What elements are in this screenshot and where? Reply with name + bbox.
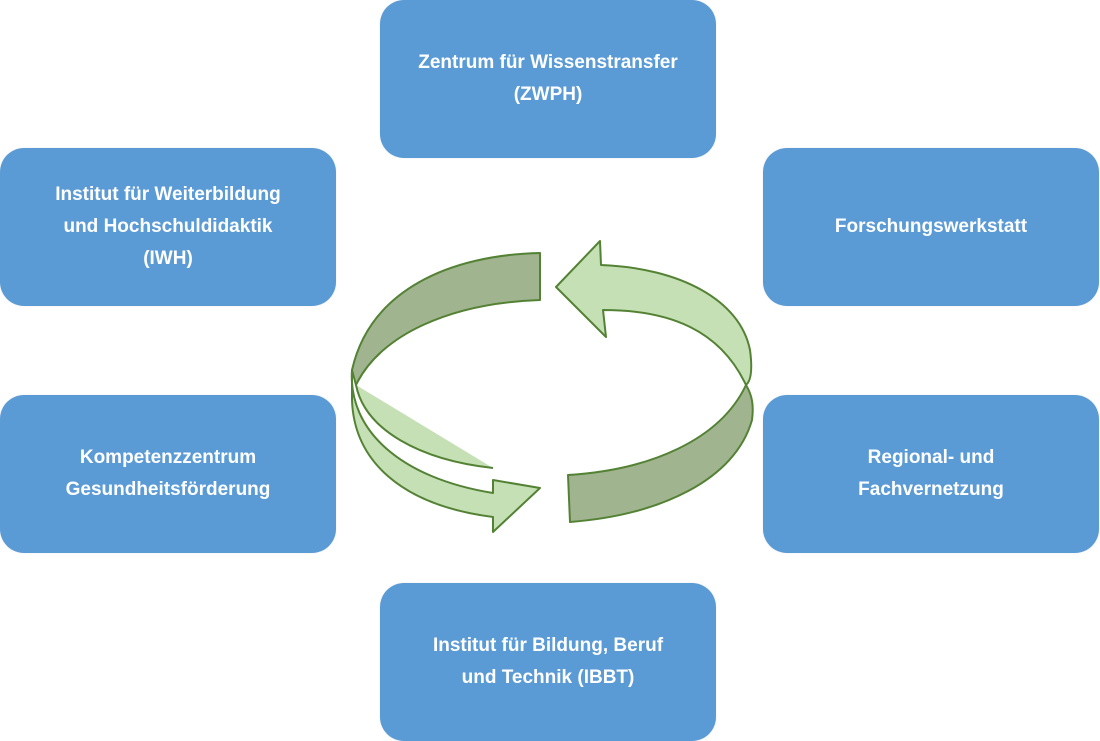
left-arrow-back-band: [351, 252, 541, 386]
box-kompetenzzentrum-line-1: Kompetenzzentrum: [79, 447, 257, 468]
box-ibbt[interactable]: Institut für Bildung, Beruf und Technik …: [380, 583, 716, 741]
right-arrow-front-band: [555, 240, 753, 386]
box-regional-line-1: Regional- und: [867, 447, 995, 468]
box-zwph-line-1: Zentrum für Wissenstransfer: [418, 52, 678, 73]
box-regional-fachvernetzung[interactable]: Regional- und Fachvernetzung: [763, 395, 1099, 553]
box-kompetenzzentrum-line-2: Gesundheitsförderung: [65, 479, 271, 500]
box-zwph-line-2: (ZWPH): [513, 84, 583, 105]
box-regional-line-2: Fachvernetzung: [858, 479, 1004, 500]
box-ibbt-line-2: und Technik (IBBT): [461, 667, 635, 688]
box-zwph[interactable]: Zentrum für Wissenstransfer (ZWPH): [380, 0, 716, 158]
box-forschungswerkstatt-line-1: Forschungswerkstatt: [834, 216, 1028, 237]
box-iwh[interactable]: Institut für Weiterbildung und Hochschul…: [0, 148, 336, 306]
right-arrow-back-band: [567, 384, 754, 523]
right-arrow-up-to-left: [555, 240, 754, 523]
box-iwh-line-3: (IWH): [143, 248, 193, 269]
box-iwh-line-2: und Hochschuldidaktik: [63, 216, 273, 237]
box-iwh-line-1: Institut für Weiterbildung: [55, 184, 281, 205]
left-arrow-down-to-right: [350, 252, 541, 533]
box-ibbt-line-1: Institut für Bildung, Beruf: [432, 635, 664, 656]
box-kompetenzzentrum[interactable]: Kompetenzzentrum Gesundheitsförderung: [0, 395, 336, 553]
box-forschungswerkstatt[interactable]: Forschungswerkstatt: [763, 148, 1099, 306]
left-arrow-front-band: [350, 369, 541, 533]
